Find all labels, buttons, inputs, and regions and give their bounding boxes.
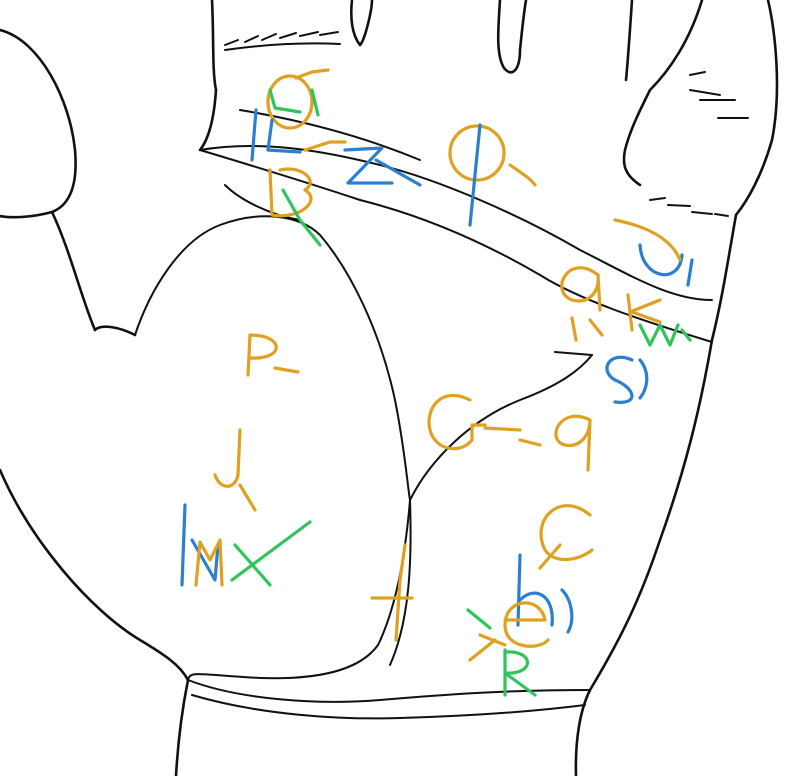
letter-u-right: U: [613, 218, 694, 287]
letter-o-top: O: [266, 68, 330, 130]
letter-z-top: Z: [343, 146, 422, 187]
letter-p-thumb: P: [246, 333, 300, 377]
letter-q-center: q: [518, 414, 592, 472]
letter-t-wrist: T: [370, 543, 414, 642]
letter-r-lower: R: [466, 608, 537, 697]
letter-m-thumb: M: [194, 538, 224, 587]
letter-n-thumb: N: [180, 503, 220, 587]
letter-c-lower: C: [538, 504, 594, 570]
letter-h-lower: h: [516, 553, 574, 634]
letter-l-top: L: [250, 108, 302, 162]
letter-b-top: B: [268, 140, 347, 247]
letter-k-right: K: [626, 293, 662, 332]
letter-o-mid: O: [448, 123, 537, 227]
letter-x-thumb: X: [230, 520, 312, 587]
hand-outline: [0, 0, 779, 776]
letter-s-right: S: [605, 355, 649, 404]
letter-j-thumb: J: [213, 428, 257, 512]
letter-a-right: a: [560, 266, 604, 342]
palm-creases: [134, 31, 749, 720]
letter-e-lower: e: [468, 601, 550, 662]
letter-g-center: G: [427, 393, 522, 451]
letter-w-right: W: [638, 323, 692, 347]
